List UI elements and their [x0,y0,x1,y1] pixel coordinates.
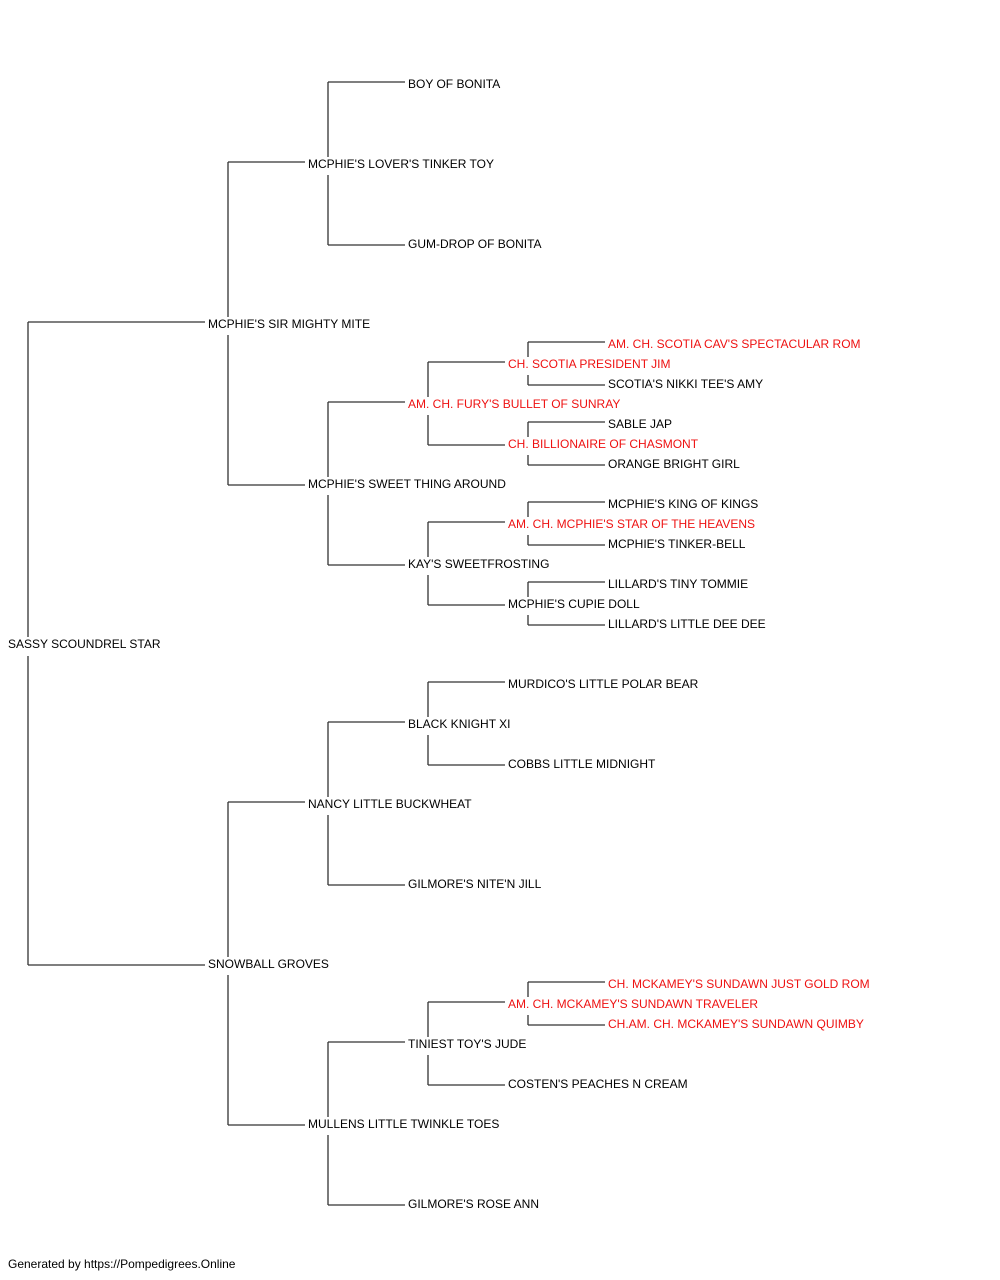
sire-sire-dam-name: GUM-DROP OF BONITA [408,237,543,251]
sire-dam-sire-sire-dam-name: SCOTIA'S NIKKI TEE'S AMY [608,377,765,391]
sire-dam-sire-sire-name: CH. SCOTIA PRESIDENT JIM [508,357,672,371]
sire-dam-dam-dam-sire-name: LILLARD'S TINY TOMMIE [608,577,750,591]
dam-sire-sire-name: BLACK KNIGHT XI [408,717,512,731]
dam-dam-sire-sire-name: AM. CH. MCKAMEY'S SUNDAWN TRAVELER [508,997,760,1011]
dam-dam-name: MULLENS LITTLE TWINKLE TOES [308,1117,501,1131]
sire-dam-dam-sire-name: AM. CH. MCPHIE'S STAR OF THE HEAVENS [508,517,756,531]
dam-sire-sire-dam-name: COBBS LITTLE MIDNIGHT [508,757,657,771]
sire-dam-sire-dam-sire-name: SABLE JAP [608,417,674,431]
dam-sire-dam-name: GILMORE'S NITE'N JILL [408,877,543,891]
dam-dam-dam-name: GILMORE'S ROSE ANN [408,1197,540,1211]
sire-dam-dam-name: KAY'S SWEETFROSTING [408,557,551,571]
sire-dam-name: MCPHIE'S SWEET THING AROUND [308,477,507,491]
sire-dam-dam-dam-dam-name: LILLARD'S LITTLE DEE DEE [608,617,767,631]
sire-dam-dam-dam-name: MCPHIE'S CUPIE DOLL [508,597,641,611]
dam-sire-name: NANCY LITTLE BUCKWHEAT [308,797,473,811]
sire-dam-sire-dam-dam-name: ORANGE BRIGHT GIRL [608,457,741,471]
sire-sire-name: MCPHIE'S LOVER'S TINKER TOY [308,157,495,171]
dam-name: SNOWBALL GROVES [208,957,330,971]
dam-dam-sire-dam-name: COSTEN'S PEACHES N CREAM [508,1077,689,1091]
sire-dam-sire-sire-sire-name: AM. CH. SCOTIA CAV'S SPECTACULAR ROM [608,337,862,351]
footer-credit: Generated by https://Pompedigrees.Online [8,1257,236,1271]
sire-dam-sire-name: AM. CH. FURY'S BULLET OF SUNRAY [408,397,622,411]
sire-dam-sire-dam-name: CH. BILLIONAIRE OF CHASMONT [508,437,700,451]
dam-dam-sire-sire-sire-name: CH. MCKAMEY'S SUNDAWN JUST GOLD ROM [608,977,871,991]
sire-dam-dam-sire-sire-name: MCPHIE'S KING OF KINGS [608,497,760,511]
dam-dam-sire-name: TINIEST TOY'S JUDE [408,1037,528,1051]
subject-dog-name: SASSY SCOUNDREL STAR [8,637,162,651]
dam-sire-sire-sire-name: MURDICO'S LITTLE POLAR BEAR [508,677,700,691]
sire-name: MCPHIE'S SIR MIGHTY MITE [208,317,372,331]
sire-sire-sire-name: BOY OF BONITA [408,77,502,91]
sire-dam-dam-sire-dam-name: MCPHIE'S TINKER-BELL [608,537,747,551]
dam-dam-sire-sire-dam-name: CH.AM. CH. MCKAMEY'S SUNDAWN QUIMBY [608,1017,865,1031]
